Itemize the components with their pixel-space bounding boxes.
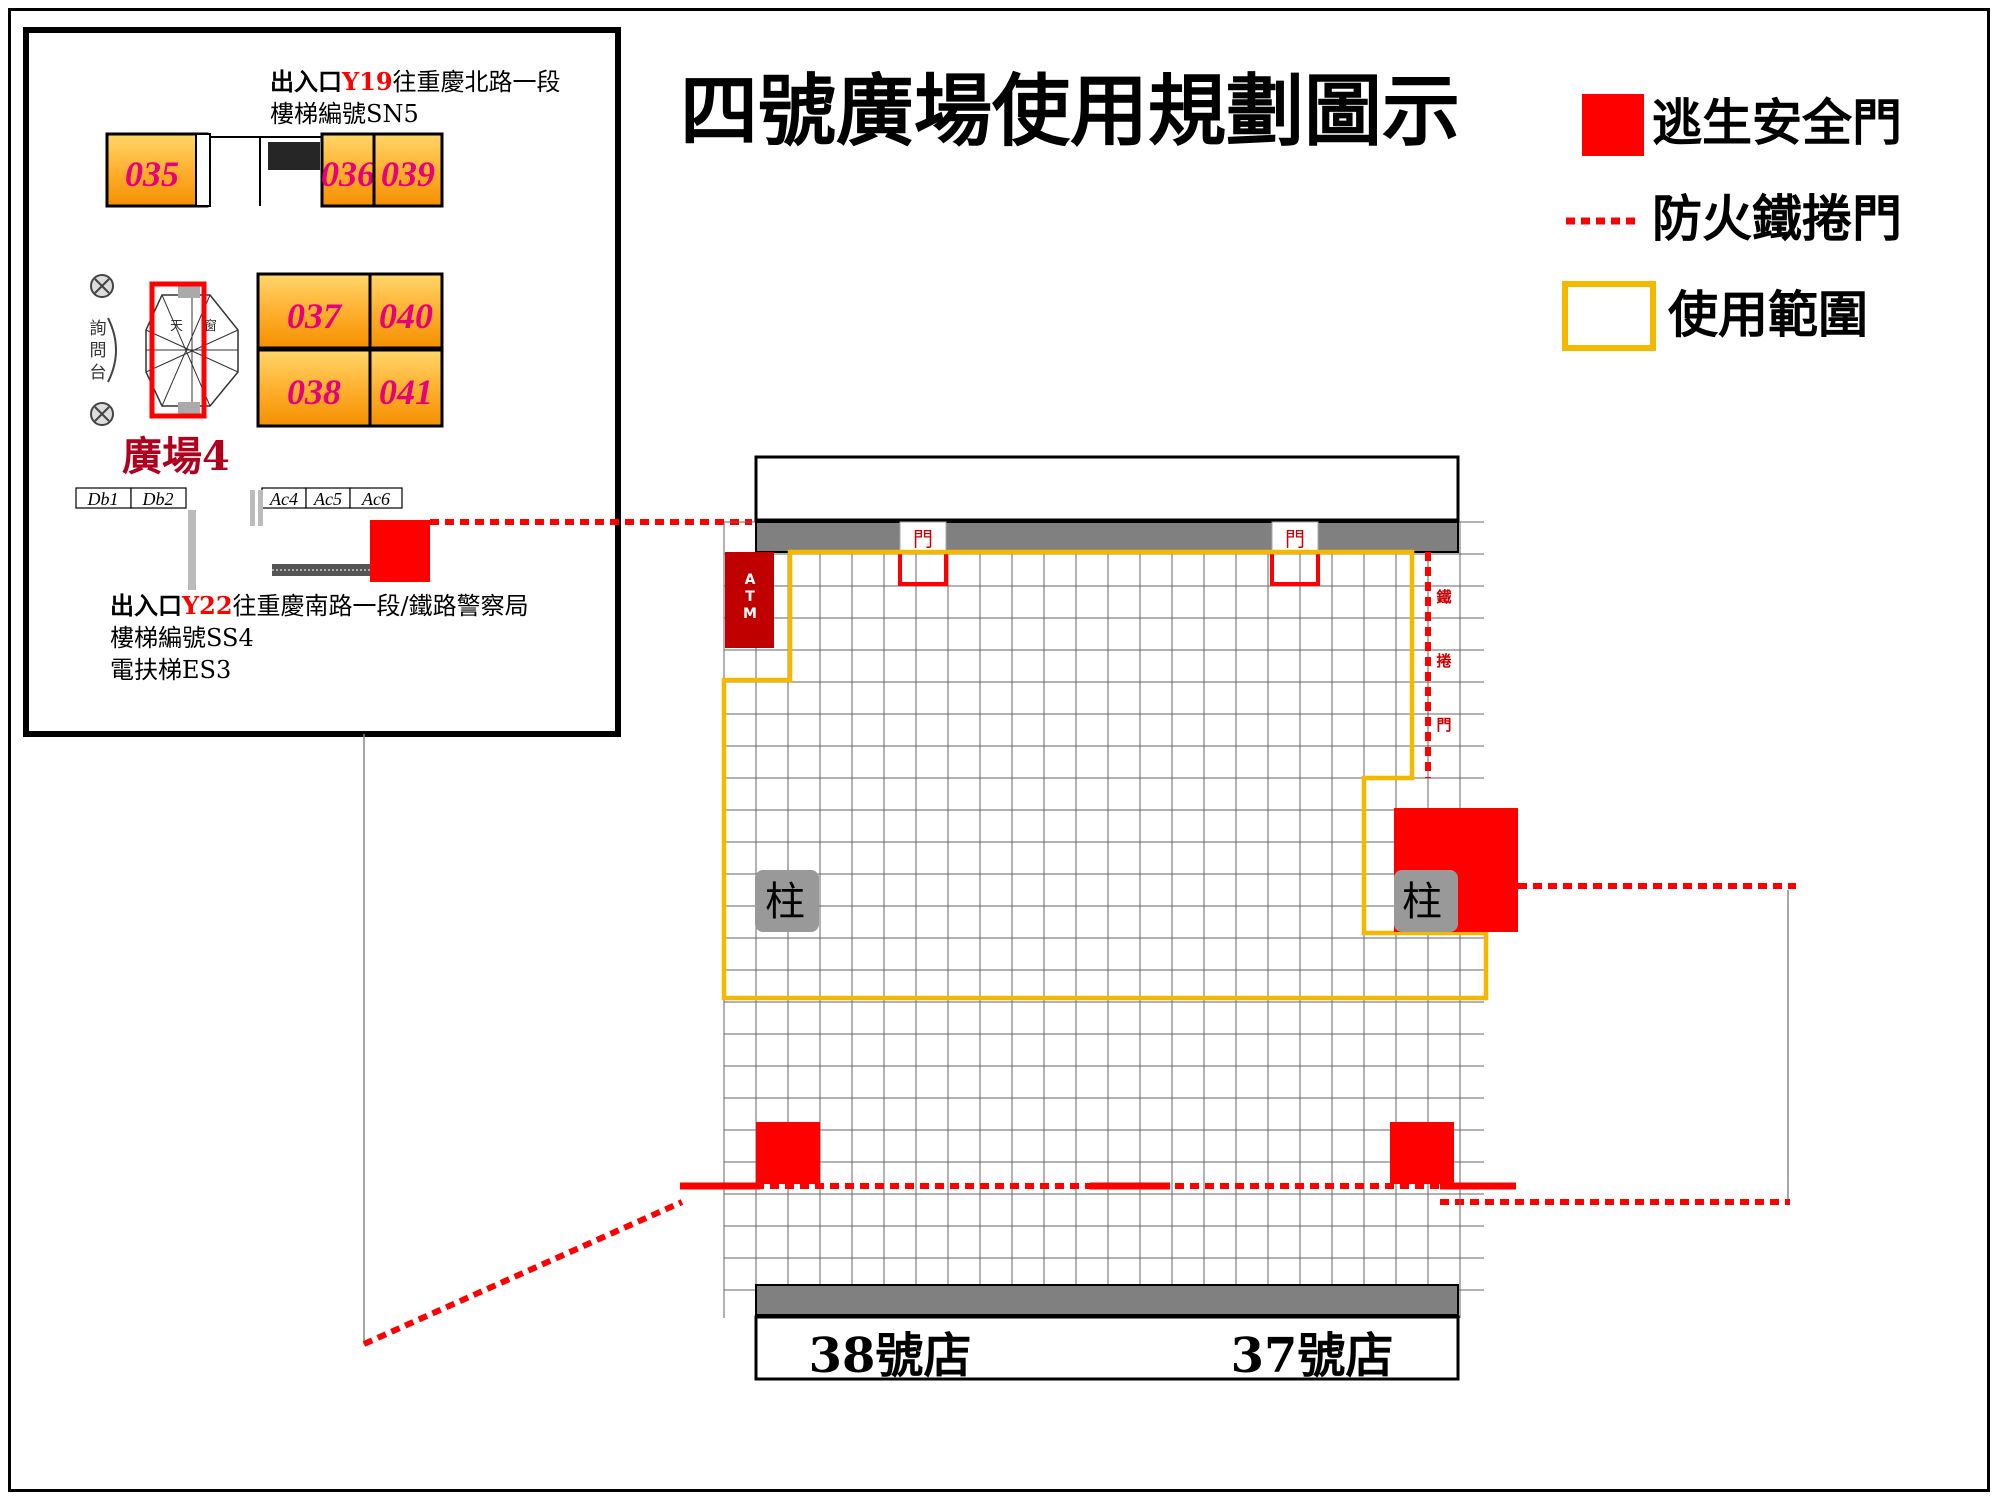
plaza-label: 廣場4: [122, 433, 230, 480]
skylight-char-2: 窗: [204, 318, 217, 334]
top-wall: [755, 521, 1459, 553]
use-area-boundary: [721, 549, 1489, 1001]
svg-text:ATM: ATM: [743, 572, 757, 622]
exit-door-bottom-left: [756, 1122, 820, 1184]
pillar-left: 柱: [755, 870, 819, 932]
top-band: [754, 455, 1460, 522]
exit-door-bottom-right: [1390, 1122, 1454, 1184]
info-desk-char-3: 台: [90, 363, 107, 383]
legend: 逃生安全門 防火鐵捲門 使用範圍: [1562, 93, 1902, 351]
pillar-right: 柱: [1394, 870, 1458, 932]
shop-041: 041: [368, 348, 444, 428]
legend-shutter-label: 防火鐵捲門: [1652, 189, 1902, 248]
stair-north-label: 樓梯編號SN5: [270, 100, 419, 128]
shop-38-label: 38號店: [809, 1328, 972, 1384]
connector-lines: [362, 519, 1796, 1347]
svg-text:柱: 柱: [1402, 879, 1442, 925]
svg-text:041: 041: [379, 372, 433, 412]
floor-grid: [723, 521, 1484, 1318]
escalator-south-label: 電扶梯ES3: [110, 656, 231, 684]
stair-south-label: 樓梯編號SS4: [110, 624, 254, 652]
info-desk-char-2: 問: [90, 341, 107, 361]
skylight-char-1: 天: [170, 319, 183, 334]
entrance-south: 出入口Y22往重慶南路一段/鐵路警察局: [110, 591, 529, 620]
legend-exit-swatch: [1582, 94, 1644, 156]
svg-text:036: 036: [321, 154, 375, 194]
shop-036: 036: [320, 132, 376, 208]
svg-text:038: 038: [287, 372, 341, 412]
svg-text:039: 039: [381, 154, 435, 194]
bottom-wall: [755, 1284, 1459, 1316]
entrance-north: 出入口Y19往重慶北路一段: [270, 67, 561, 96]
svg-text:Ac5: Ac5: [313, 489, 342, 509]
svg-text:Db2: Db2: [142, 489, 174, 509]
page-title: 四號廣場使用規劃圖示: [680, 66, 1460, 157]
inset-exit-door: [370, 520, 430, 582]
svg-text:鐵捲門: 鐵捲門: [1436, 588, 1452, 734]
door-left: 門: [898, 521, 948, 586]
legend-area-label: 使用範圍: [1668, 285, 1868, 344]
svg-text:Db1: Db1: [87, 489, 119, 509]
svg-text:Ac4: Ac4: [269, 489, 298, 509]
svg-text:門: 門: [913, 527, 933, 551]
stair-north-icon: [205, 136, 322, 206]
info-desk-char-1: 詢: [90, 319, 107, 339]
shop-037: 037: [256, 272, 372, 350]
shop-038: 038: [256, 348, 372, 428]
skylight: 天 窗: [145, 281, 239, 419]
inset-pillars: Db1 Db2 Ac4 Ac5 Ac6: [75, 487, 403, 590]
svg-text:040: 040: [379, 296, 433, 336]
legend-exit-label: 逃生安全門: [1652, 93, 1902, 152]
shop-040: 040: [368, 272, 444, 350]
bottom-band: [754, 1315, 1460, 1381]
door-right: 門: [1270, 521, 1320, 586]
shop-035: 035: [105, 132, 211, 208]
info-desk: 詢 問 台: [90, 274, 117, 426]
shop-37-label: 37號店: [1231, 1328, 1394, 1384]
svg-text:門: 門: [1285, 527, 1305, 551]
svg-text:Ac6: Ac6: [361, 489, 390, 509]
svg-text:柱: 柱: [765, 879, 805, 925]
svg-text:037: 037: [287, 296, 343, 336]
page-frame: [8, 8, 1990, 1492]
svg-text:035: 035: [125, 154, 179, 194]
legend-area-swatch: [1562, 281, 1656, 351]
stair-south-icon: [272, 564, 372, 576]
shop-039: 039: [372, 132, 444, 208]
fire-shutter-right: 鐵捲門: [1425, 552, 1452, 778]
inset-map: 出入口Y19往重慶北路一段 樓梯編號SN5 035 036 039 037: [23, 27, 621, 737]
